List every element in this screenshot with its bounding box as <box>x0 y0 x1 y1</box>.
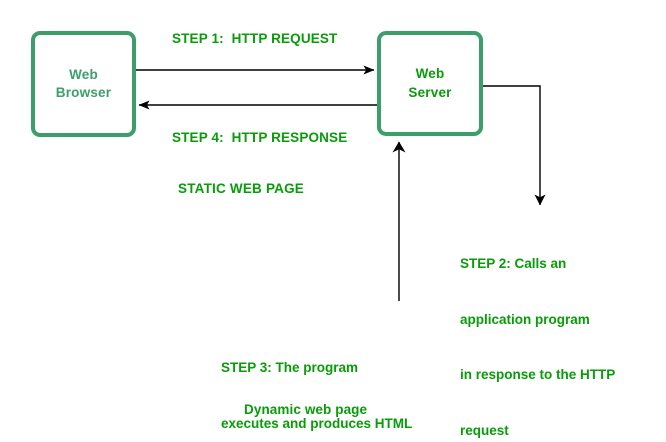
label-step3-line1: STEP 3: The program <box>221 360 359 375</box>
label-step3-line2: executes and produces HTML <box>221 415 413 431</box>
node-web-server[interactable]: Web Server <box>377 31 483 136</box>
label-step2-line3: in response to the HTTP <box>460 367 616 382</box>
arrow-calls-application-program <box>483 85 546 206</box>
node-web-browser[interactable]: Web Browser <box>31 31 136 137</box>
node-web-server-label-line2: Server <box>408 84 452 100</box>
node-web-server-label-line1: Web <box>415 66 445 82</box>
label-step2-line1: STEP 2: Calls an <box>460 256 567 271</box>
label-dynamic-web-page: Dynamic web page <box>244 402 368 417</box>
label-step4-http-response: STEP 4: HTTP RESPONSE <box>172 130 348 145</box>
node-web-browser-label-line1: Web <box>69 66 98 82</box>
label-step2-line2: application program <box>460 311 590 327</box>
label-step1-http-request: STEP 1: HTTP REQUEST <box>172 31 338 46</box>
label-step2-line4: request <box>460 422 509 438</box>
label-static-web-page: STATIC WEB PAGE <box>178 181 304 196</box>
label-step3-program-executes: STEP 3: The program executes and produce… <box>221 322 412 442</box>
label-step2-calls-application-program: STEP 2: Calls an application program in … <box>460 218 615 442</box>
node-web-browser-label-line2: Browser <box>55 85 112 100</box>
